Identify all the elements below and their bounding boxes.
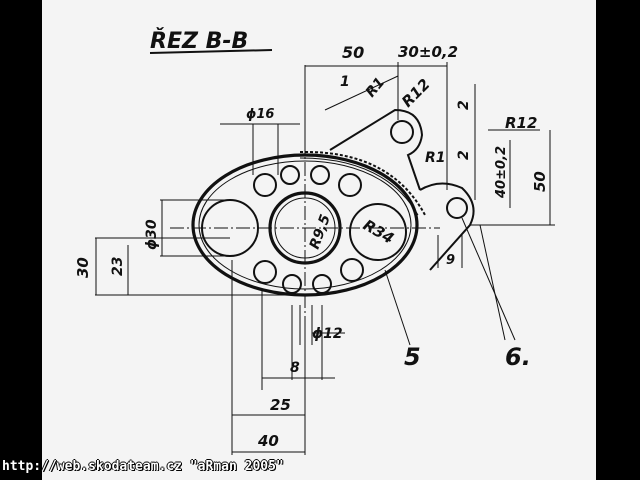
drawing-sheet — [42, 0, 596, 480]
gear-teeth — [299, 150, 426, 216]
gear-pitch-line — [299, 157, 419, 216]
hole — [312, 274, 332, 294]
dim-30: 30±0,2 — [398, 43, 458, 61]
dim-50: 50 — [342, 43, 364, 62]
title-underline — [149, 49, 273, 54]
hole — [282, 274, 302, 294]
dim-9: 9 — [446, 253, 455, 268]
dim-2-upper: 2 — [456, 100, 472, 110]
hole — [253, 173, 277, 197]
radius-r34: R34 — [360, 216, 397, 248]
leader-1 — [324, 75, 399, 111]
radius-r12-top: R12 — [398, 75, 434, 111]
dim-25: 25 — [270, 396, 291, 414]
dim-30-left: 30 — [74, 257, 92, 278]
dim-8: 8 — [290, 360, 300, 376]
dim-phi30: ϕ30 — [144, 219, 160, 250]
section-title: ŘEZ B-B — [150, 28, 248, 54]
lug-hole-right — [446, 197, 468, 219]
dim-50-right: 50 — [531, 171, 549, 192]
footer-url: http://web.skodateam.cz "aRman 2005" — [2, 459, 284, 474]
radius-r12-right: R12 — [505, 114, 537, 132]
part-number-6: 6. — [505, 343, 531, 371]
hole — [280, 165, 300, 185]
leader-part6-b — [479, 224, 506, 341]
dim-23: 23 — [110, 257, 126, 276]
dim-1: 1 — [340, 74, 350, 90]
dim-40-bottom: 40 — [257, 432, 279, 450]
dim-40: 40±0,2 — [494, 146, 509, 199]
hole — [340, 258, 364, 282]
hole — [253, 260, 277, 284]
radius-r1-mid: R1 — [425, 150, 446, 166]
hole — [338, 173, 362, 197]
leader-part5 — [384, 269, 411, 346]
part-number-5: 5 — [404, 343, 421, 371]
radius-r1-top: R1 — [363, 75, 388, 101]
upper-lug — [329, 108, 424, 191]
leader-part6 — [461, 217, 516, 341]
hole — [310, 165, 330, 185]
dim-phi16: ϕ16 — [246, 107, 274, 122]
bore-right — [349, 203, 407, 261]
lug-hole-upper — [390, 120, 414, 144]
dim-2-lower: 2 — [456, 150, 472, 160]
right-lug — [419, 182, 475, 271]
dim-phi12: ϕ12 — [312, 326, 343, 342]
